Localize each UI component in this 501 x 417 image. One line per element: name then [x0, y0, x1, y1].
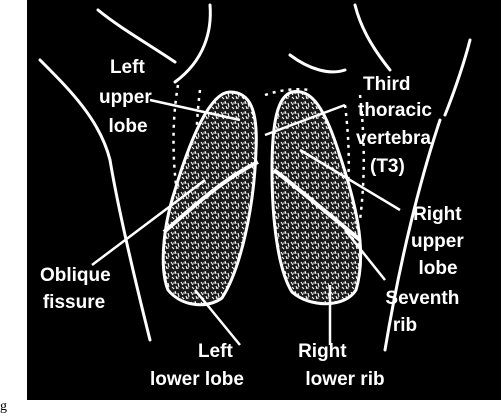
diagram-background — [27, 0, 501, 400]
